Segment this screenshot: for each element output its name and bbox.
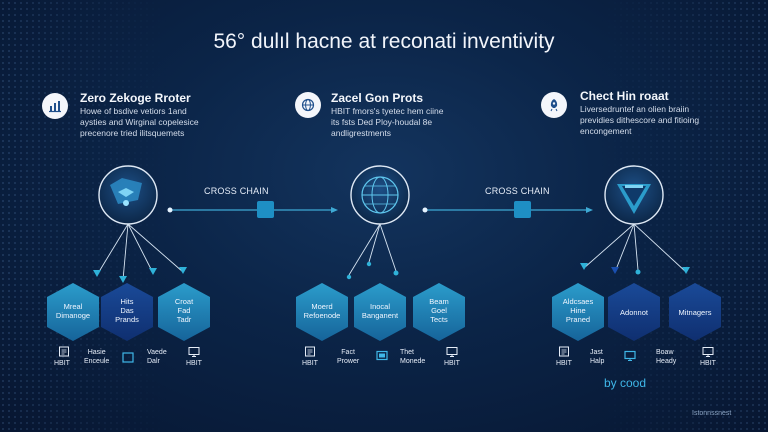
- panel-description: Liversedruntef an olien braiin previdies…: [580, 104, 700, 136]
- hexagon: [158, 283, 210, 341]
- document-icon: [559, 346, 569, 357]
- hexagon: [354, 283, 406, 341]
- hub-node-1: [98, 165, 158, 225]
- monitor-icon: [446, 347, 458, 357]
- panel-title: Chect Hin roaat: [580, 89, 669, 103]
- footer-note: by cood: [604, 376, 647, 390]
- node-dot: [366, 261, 372, 267]
- arrowhead: [580, 263, 588, 270]
- monitor-icon: [702, 347, 714, 357]
- icon-label: HBIT: [186, 360, 202, 367]
- page-title: 56° dulıl hacne at reconati inventivity: [213, 30, 555, 53]
- hex-label: Adonnot: [620, 308, 648, 317]
- icon-label: HBIT: [54, 360, 70, 367]
- panel-description: HBIT fmors's tyetec hem ciine its fsts D…: [331, 106, 444, 138]
- cross-chain-label: CROSS CHAIN: [485, 186, 550, 196]
- watermark: Istonnssnest: [692, 410, 732, 417]
- hexagon: [101, 283, 153, 341]
- hub-node-2: [350, 165, 410, 225]
- panel-title: Zacel Gon Prots: [331, 91, 424, 105]
- arrowhead: [149, 268, 157, 275]
- cross-chain-connector-2: [422, 201, 593, 218]
- panel-title: Zero Zekoge Rroter: [80, 91, 191, 105]
- cross-chain-label: CROSS CHAIN: [204, 186, 269, 196]
- node-dot: [635, 269, 641, 275]
- node-dot: [346, 274, 352, 280]
- hexagon: [296, 283, 348, 341]
- monitor-icon: [376, 350, 388, 361]
- chart-icon: [42, 93, 68, 119]
- monitor-icon: [122, 352, 134, 363]
- document-icon: [59, 346, 69, 357]
- hexagon-nodes: [47, 283, 721, 341]
- rocket-icon: [541, 92, 567, 118]
- monitor-icon: [188, 347, 200, 357]
- hex-label: Mitnagers: [678, 308, 712, 317]
- panel-description: Howe of bsdive vetiors 1and aysties and …: [80, 106, 199, 138]
- hexagon: [413, 283, 465, 341]
- hub-lines-3: [583, 223, 687, 273]
- hub-lines-2: [348, 223, 397, 276]
- cross-chain-connector-1: [167, 201, 338, 218]
- icon-label: HBIT: [700, 360, 716, 367]
- hub-lines-1: [96, 223, 184, 281]
- hexagon: [608, 283, 660, 341]
- document-icon: [305, 346, 315, 357]
- hub-node-3: [604, 165, 664, 225]
- icon-label: HBIT: [302, 360, 318, 367]
- icon-label: HBIT: [444, 360, 460, 367]
- hexagon: [552, 283, 604, 341]
- arrowhead: [93, 270, 101, 277]
- hexagon: [47, 283, 99, 341]
- arrowhead: [611, 267, 619, 274]
- node-dot: [393, 270, 399, 276]
- monitor-icon: [624, 350, 636, 361]
- icon-label: HBIT: [556, 360, 572, 367]
- arrowhead: [682, 267, 690, 274]
- arrowhead: [179, 267, 187, 274]
- hexagon: [669, 283, 721, 341]
- arrowhead: [119, 276, 127, 283]
- globe-icon: [295, 92, 321, 118]
